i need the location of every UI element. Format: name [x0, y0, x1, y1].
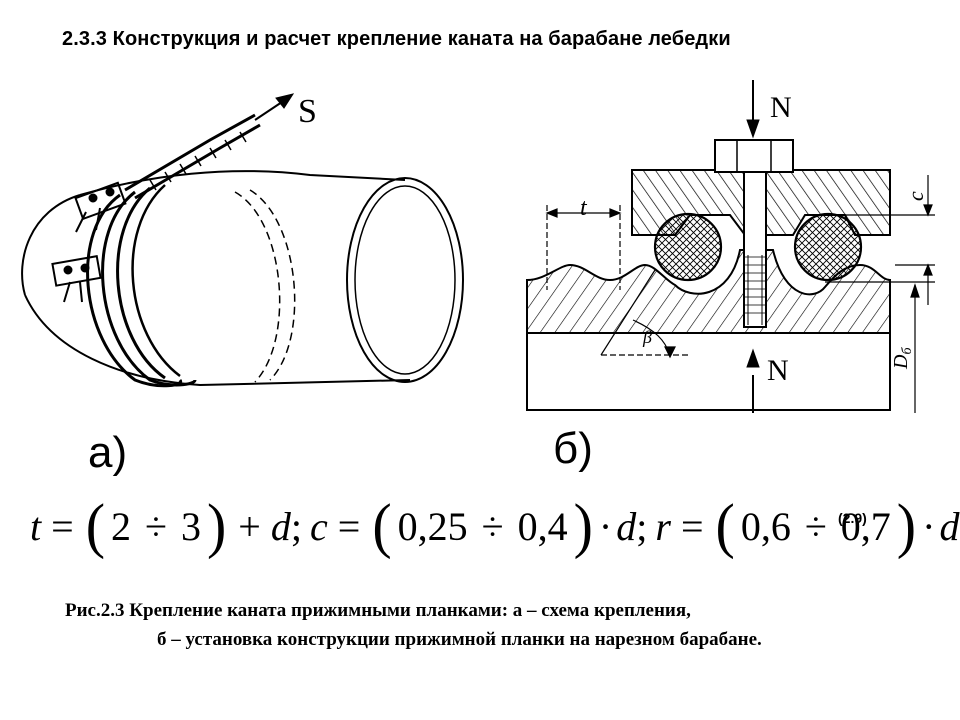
formula-eq2: =	[337, 503, 361, 549]
formula-dot3: ·	[922, 503, 936, 549]
figure-a-label: а)	[88, 428, 128, 477]
formula-dot2: ·	[598, 503, 613, 549]
figure-caption-line1: Рис.2.3 Крепление каната прижимными план…	[65, 600, 691, 621]
formula-a1: 2	[111, 503, 132, 549]
force-n-bottom-label: N	[767, 354, 789, 387]
formula-eq3: =	[680, 503, 704, 549]
formula-div2: ÷	[481, 503, 504, 549]
equation-number: (2.9)	[838, 510, 867, 526]
figure-b-section-diagram: N N t c Dб β	[526, 80, 935, 413]
formula-plus: +	[238, 503, 261, 549]
dim-beta-label: β	[642, 327, 652, 347]
force-s-label: S	[298, 93, 317, 130]
formula-d1: d	[270, 503, 291, 549]
formula-b1: 3	[180, 503, 201, 549]
dim-t-label: t	[580, 195, 588, 221]
formula-t: t	[30, 503, 42, 549]
slide-title: 2.3.3 Конструкция и расчет крепление кан…	[62, 28, 731, 50]
formula-d2: d	[616, 503, 637, 549]
formula-a2: 0,25	[397, 503, 468, 549]
dim-d-label: Dб	[890, 347, 915, 370]
formula-c: c	[309, 503, 328, 549]
force-n-top-label: N	[770, 91, 792, 124]
figure-a-drum-diagram: S	[21, 93, 464, 388]
formula-b3: 0,7	[840, 503, 891, 549]
formula-d3: d	[939, 503, 960, 549]
dim-c-label: c	[903, 191, 928, 201]
formula-a3: 0,6	[740, 503, 791, 549]
figure-caption-line2: б – установка конструкции прижимной план…	[157, 629, 762, 650]
formula-div3: ÷	[804, 503, 827, 549]
figure-b-label: б)	[553, 424, 593, 473]
formula-sep2: ;	[636, 503, 648, 549]
formula-r: r	[655, 503, 671, 549]
formula-eq1: =	[51, 503, 74, 549]
formula-2-9: t = ( 2 ÷ 3 ) + d ; c = ( 0,25 ÷ 0,4 ) ·…	[30, 491, 960, 560]
formula-sep1: ;	[290, 503, 302, 549]
formula-b2: 0,4	[517, 503, 568, 549]
formula-div1: ÷	[145, 503, 167, 549]
